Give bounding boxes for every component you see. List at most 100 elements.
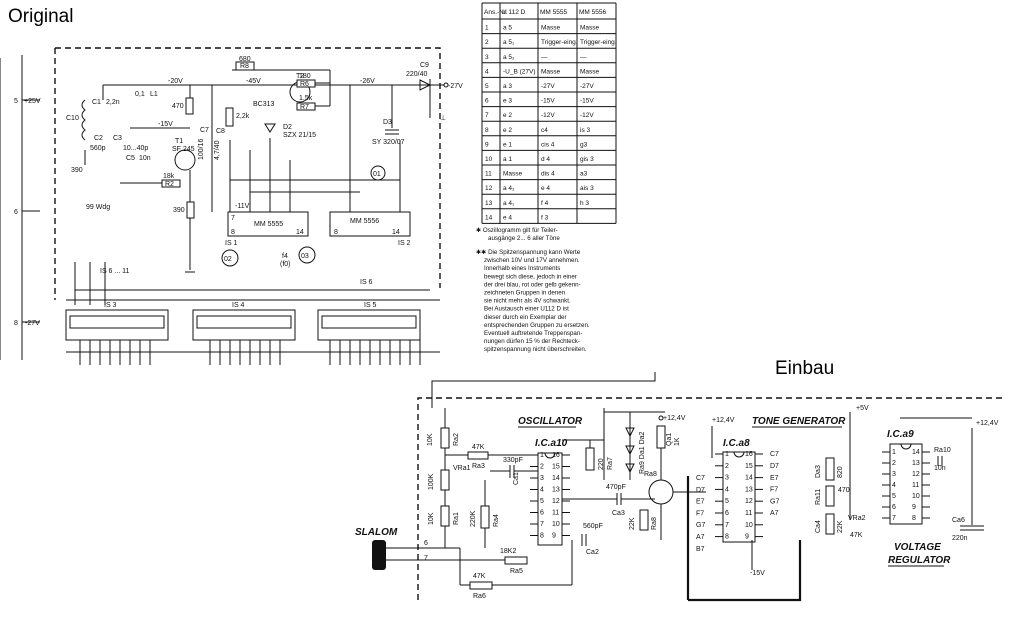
- table-cell: 1: [485, 25, 489, 32]
- orig-t1: T1: [175, 138, 183, 145]
- vra2: [825, 485, 835, 507]
- note-star2-line: Bei Austausch einer U112 D ist: [484, 306, 569, 313]
- ic-a10-label: I.C.a10: [535, 438, 568, 449]
- orig-comp-180: 180: [299, 73, 311, 80]
- ic-pin-number: 13: [745, 486, 753, 493]
- transistor-qa1: [648, 479, 674, 505]
- table-cell: 10: [485, 156, 493, 163]
- oscillator-title: OSCILLATOR: [518, 416, 583, 427]
- transistor-t1: [174, 149, 196, 171]
- ic-pin-number: 14: [552, 475, 560, 482]
- ic-pin-number: 8: [540, 533, 544, 540]
- ic-pin-number: 11: [552, 510, 559, 517]
- vra1: [440, 469, 450, 491]
- table-cell: Masse: [503, 171, 523, 178]
- einbau-330pf: 330pF: [503, 457, 523, 464]
- tone-output-label: G7: [770, 498, 779, 505]
- einbau-18k2: 18K2: [500, 548, 516, 555]
- output-pin-row: [66, 340, 440, 365]
- tone-output-label: E7: [770, 475, 779, 482]
- table-cell: -15V: [541, 98, 555, 105]
- table-cell: gis 3: [580, 156, 594, 163]
- table-cell: 7: [485, 112, 489, 119]
- orig-comp-18k: 18k: [163, 173, 175, 180]
- ic-pin-number: 9: [745, 534, 749, 541]
- ic-pin-number: 1: [540, 452, 544, 459]
- table-cell: Trigger-eing.: [580, 39, 617, 46]
- ic-pin-number: 4: [892, 482, 896, 489]
- orig-is6: IS 6: [360, 279, 373, 286]
- table-cell: -15V: [580, 98, 594, 105]
- ic-pin-number: 14: [745, 475, 753, 482]
- table-cell: d 4: [541, 156, 550, 163]
- einbau-ra10: 22K: [837, 520, 844, 533]
- table-cell: -U_B (27V): [503, 68, 536, 75]
- note-star2-line: zeichneten Gruppen in denen: [484, 290, 566, 297]
- einbau-plus12-4-a: +12,4V: [663, 415, 686, 422]
- table-cell: e 2: [503, 127, 512, 134]
- orig-99wdg: 390: [71, 167, 83, 174]
- einbau-plus5: +5V: [856, 405, 869, 412]
- ic-pin-number: 10: [745, 522, 753, 529]
- ic-pin-number: 6: [540, 510, 544, 517]
- orig-v-minus27: -27V: [448, 83, 463, 90]
- orig-pin-14-ic2: 14: [392, 229, 400, 236]
- ic-pin-number: 6: [892, 504, 896, 511]
- einbau-22k: 22K: [629, 517, 636, 530]
- table-cell: 13: [485, 200, 493, 207]
- orig-pin-8-ic1: 8: [231, 229, 235, 236]
- einbau-ra8: Ra8: [651, 517, 658, 530]
- einbau-ca4: 47K: [850, 532, 863, 539]
- table-cell: -27V: [580, 83, 594, 90]
- ic-is3: IS 3: [65, 302, 169, 341]
- ic-a10: [537, 452, 563, 546]
- ic-pin-number: 4: [540, 487, 544, 494]
- orig-ic-mm5555: MM 5555: [254, 221, 283, 228]
- table-cell: 8: [485, 127, 489, 134]
- orig-v-plus25: +25V: [24, 98, 41, 105]
- tone-output-label: A7: [770, 510, 779, 517]
- ic-pin-number: 2: [540, 464, 544, 471]
- table-cell: e 4: [541, 185, 550, 192]
- orig-t2: T2: [296, 73, 304, 80]
- ic-pin-number: 3: [892, 471, 896, 478]
- table-cell: dis 4: [541, 171, 555, 178]
- note-star1-line2: ausgänge 2... 6 aller Töne: [488, 235, 560, 242]
- table-cell: f 4: [541, 200, 549, 207]
- orig-pin-8-ic2: 8: [334, 229, 338, 236]
- ic-pin-number: 7: [892, 515, 896, 522]
- ic-pin-number: 5: [540, 498, 544, 505]
- einbau-47k-a: 47K: [472, 444, 485, 451]
- einbau-vra2: 470: [838, 487, 850, 494]
- orig-is6-11: IS 6 ... 11: [100, 268, 130, 275]
- ic-pin-number: 7: [725, 522, 729, 529]
- table-cell: a 3: [503, 83, 512, 90]
- note-star2-line: der drei blau, rot oder gelb gekenn-: [484, 281, 581, 288]
- orig-d3: C9: [420, 62, 429, 69]
- ic-pin-number: 16: [552, 452, 560, 459]
- table-cell: a 1: [503, 156, 512, 163]
- ic-pin-number: 16: [745, 451, 753, 458]
- table-cell: f 3: [541, 214, 549, 221]
- einbau-ca1: Ca1: [513, 472, 520, 485]
- orig-c7-val: 100/16: [198, 138, 205, 160]
- einbau-plus12-4-c: +12,4V: [976, 420, 999, 427]
- table-cell: c4: [541, 127, 548, 134]
- ic-pin-number: 13: [552, 487, 560, 494]
- orig-c2-val: 560p: [90, 145, 106, 152]
- orig-ground-symbol: ⊥: [440, 115, 446, 122]
- einbau-ra7: Ra7: [607, 457, 614, 470]
- orig-pin-5: 5: [14, 98, 18, 105]
- orig-comp-r2: R2: [165, 181, 174, 188]
- ic-is4: IS 4: [192, 302, 296, 341]
- table-cell: g3: [580, 141, 588, 148]
- ic-pin-number: 2: [892, 460, 896, 467]
- table-header-3: MM 5556: [579, 9, 606, 16]
- note-star2-line: spitzenspannung nicht überschreiten.: [484, 346, 587, 353]
- table-cell: e 4: [503, 214, 512, 221]
- orig-comp-r8: R8: [240, 63, 249, 70]
- table-cell: —: [580, 54, 587, 61]
- table-cell: 6: [485, 98, 489, 105]
- orig-c8: C8: [216, 128, 225, 135]
- orig-comp-1k5: 1,5k: [299, 95, 313, 102]
